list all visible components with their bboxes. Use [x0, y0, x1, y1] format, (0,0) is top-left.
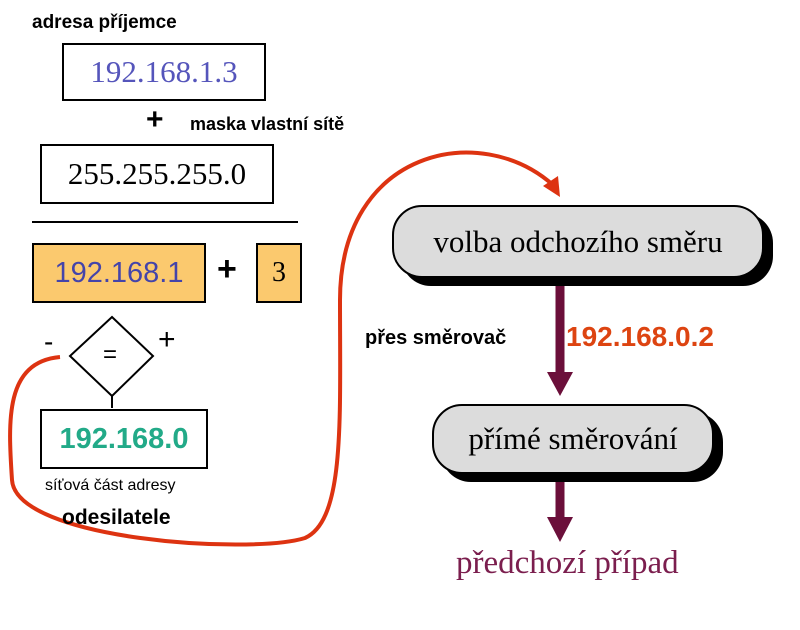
plus-sign-2: +: [217, 250, 237, 288]
mask-label: maska vlastní sítě: [190, 114, 345, 134]
host-part-box: 3: [256, 243, 302, 303]
recipient-ip-box: 192.168.1.3: [62, 43, 266, 101]
sender-network-box: 192.168.0: [40, 409, 208, 469]
recipient-label: adresa příjemce: [32, 12, 177, 33]
red-arrowhead: [543, 176, 560, 197]
equals-sign: =: [103, 341, 118, 368]
plus-label: +: [158, 323, 176, 356]
router-ip: 192.168.0.2: [566, 321, 714, 352]
previous-case: předchozí případ: [456, 545, 679, 581]
mask-box: 255.255.255.0: [40, 144, 274, 204]
network-part: 192.168.1: [54, 256, 184, 289]
arrowhead-1: [547, 372, 573, 396]
sender-network: 192.168.0: [59, 422, 189, 455]
via-router-label: přes směrovač: [365, 327, 507, 349]
plus-sign: +: [146, 103, 164, 136]
choose-direction-node: volba odchozího směru: [392, 205, 764, 278]
arrowhead-2: [547, 517, 573, 542]
red-curve-arrow: [8, 150, 555, 547]
mask-value: 255.255.255.0: [67, 156, 247, 191]
caption-line2: odesilatele: [62, 506, 171, 529]
host-part: 3: [272, 257, 286, 288]
network-part-box: 192.168.1: [32, 243, 206, 303]
recipient-ip: 192.168.1.3: [90, 54, 238, 89]
direct-routing-node: přímé směrování: [432, 404, 714, 474]
minus-label: -: [44, 326, 54, 357]
caption-line1: síťová část adresy: [45, 477, 176, 494]
